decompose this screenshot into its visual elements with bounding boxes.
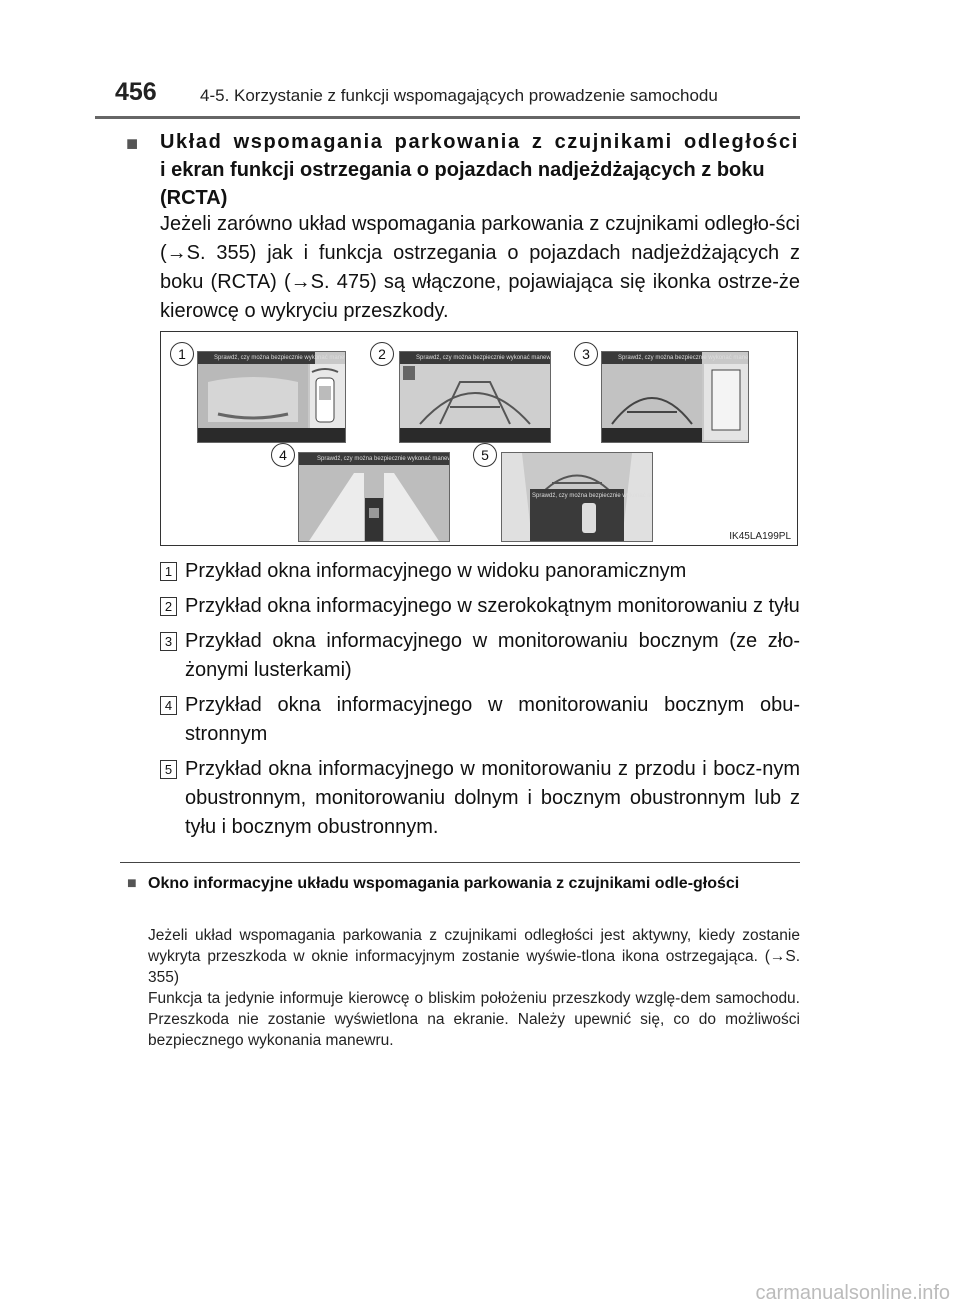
subsection-paragraph-1: Jeżeli układ wspomagania parkowania z cz… [148,927,800,986]
screen-message: Sprawdź, czy można bezpiecznie wykonać m… [530,490,652,502]
square-bullet-icon: ■ [126,133,139,155]
chapter-title: 4-5. Korzystanie z funkcji wspomagającyc… [200,86,718,105]
list-item: 2 Przykład okna informacyjnego w szeroko… [160,592,800,621]
figure-label-5: 5 [473,443,497,467]
figure-label-3: 3 [574,342,598,366]
dual-side-view-graphic [299,465,449,541]
screen-2-wide-rear: Sprawdź, czy można bezpiecznie wykonać m… [399,351,551,443]
section-body: Jeżeli zarówno układ wspomagania parkowa… [160,213,800,322]
item-text: Przykład okna informacyjnego w widoku pa… [185,560,687,582]
list-item: 5 Przykład okna informacyjnego w monitor… [160,755,800,842]
item-number: 2 [160,597,177,616]
subsection-paragraph-2: Funkcja ta jedynie informuje kierowcę o … [148,990,800,1049]
figure-legend-list: 1 Przykład okna informacyjnego w widoku … [160,557,800,848]
figure-code: IK45LA199PL [729,531,791,542]
page-header: 456 4-5. Korzystanie z funkcji wspomagaj… [95,78,800,119]
item-text: Przykład okna informacyjnego w monitorow… [185,630,800,681]
section-title-line2: i ekran funkcji ostrzegania o pojazdach … [160,159,765,209]
wide-rear-view-graphic [400,364,550,428]
watermark: carmanualsonline.info [755,1282,950,1304]
item-text: Przykład okna informacyjnego w monitorow… [185,758,800,838]
section-divider [120,862,800,863]
square-bullet-icon: ■ [127,875,137,892]
screen-5-front-side: Sprawdź, czy można bezpiecznie wykonać m… [501,452,653,542]
subsection-title-text: Okno informacyjne układu wspomagania par… [148,875,740,892]
screen-message: Sprawdź, czy można bezpiecznie wykonać m… [299,453,449,465]
screen-1-panoramic: Sprawdź, czy można bezpiecznie wykonać m… [197,351,346,443]
section-title-line1: Układ wspomagania parkowania z czujnikam… [160,131,799,153]
item-text: Przykład okna informacyjnego w monitorow… [185,694,800,745]
side-view-graphic [602,364,748,440]
screen-message: Sprawdź, czy można bezpiecznie wykonać m… [400,352,550,364]
screen-toolbar [602,428,702,442]
screen-toolbar [400,428,550,442]
item-number: 4 [160,696,177,715]
figure-label-2: 2 [370,342,394,366]
item-number: 5 [160,760,177,779]
section-title: ■ Układ wspomagania parkowania z czujnik… [126,128,800,212]
screen-3-side-folded: Sprawdź, czy można bezpiecznie wykonać m… [601,351,749,443]
list-item: 4 Przykład okna informacyjnego w monitor… [160,691,800,749]
item-number: 1 [160,562,177,581]
page-number: 456 [115,78,157,106]
screen-toolbar [198,428,345,442]
item-number: 3 [160,632,177,651]
figure-label-1: 1 [170,342,194,366]
figure-screens: Sprawdź, czy można bezpiecznie wykonać m… [160,331,798,546]
screen-message: Sprawdź, czy można bezpiecznie wykonać m… [198,352,345,364]
panoramic-view-graphic [198,364,345,428]
subsection-title: ■ Okno informacyjne układu wspomagania p… [127,872,800,895]
item-text: Przykład okna informacyjnego w szerokoką… [185,595,800,617]
screen-4-dual-side: Sprawdź, czy można bezpiecznie wykonać m… [298,452,450,542]
figure-label-4: 4 [271,443,295,467]
screen-message: Sprawdź, czy można bezpiecznie wykonać m… [602,352,748,364]
list-item: 1 Przykład okna informacyjnego w widoku … [160,557,800,586]
list-item: 3 Przykład okna informacyjnego w monitor… [160,627,800,685]
subsection-body: Jeżeli układ wspomagania parkowania z cz… [148,925,800,1051]
